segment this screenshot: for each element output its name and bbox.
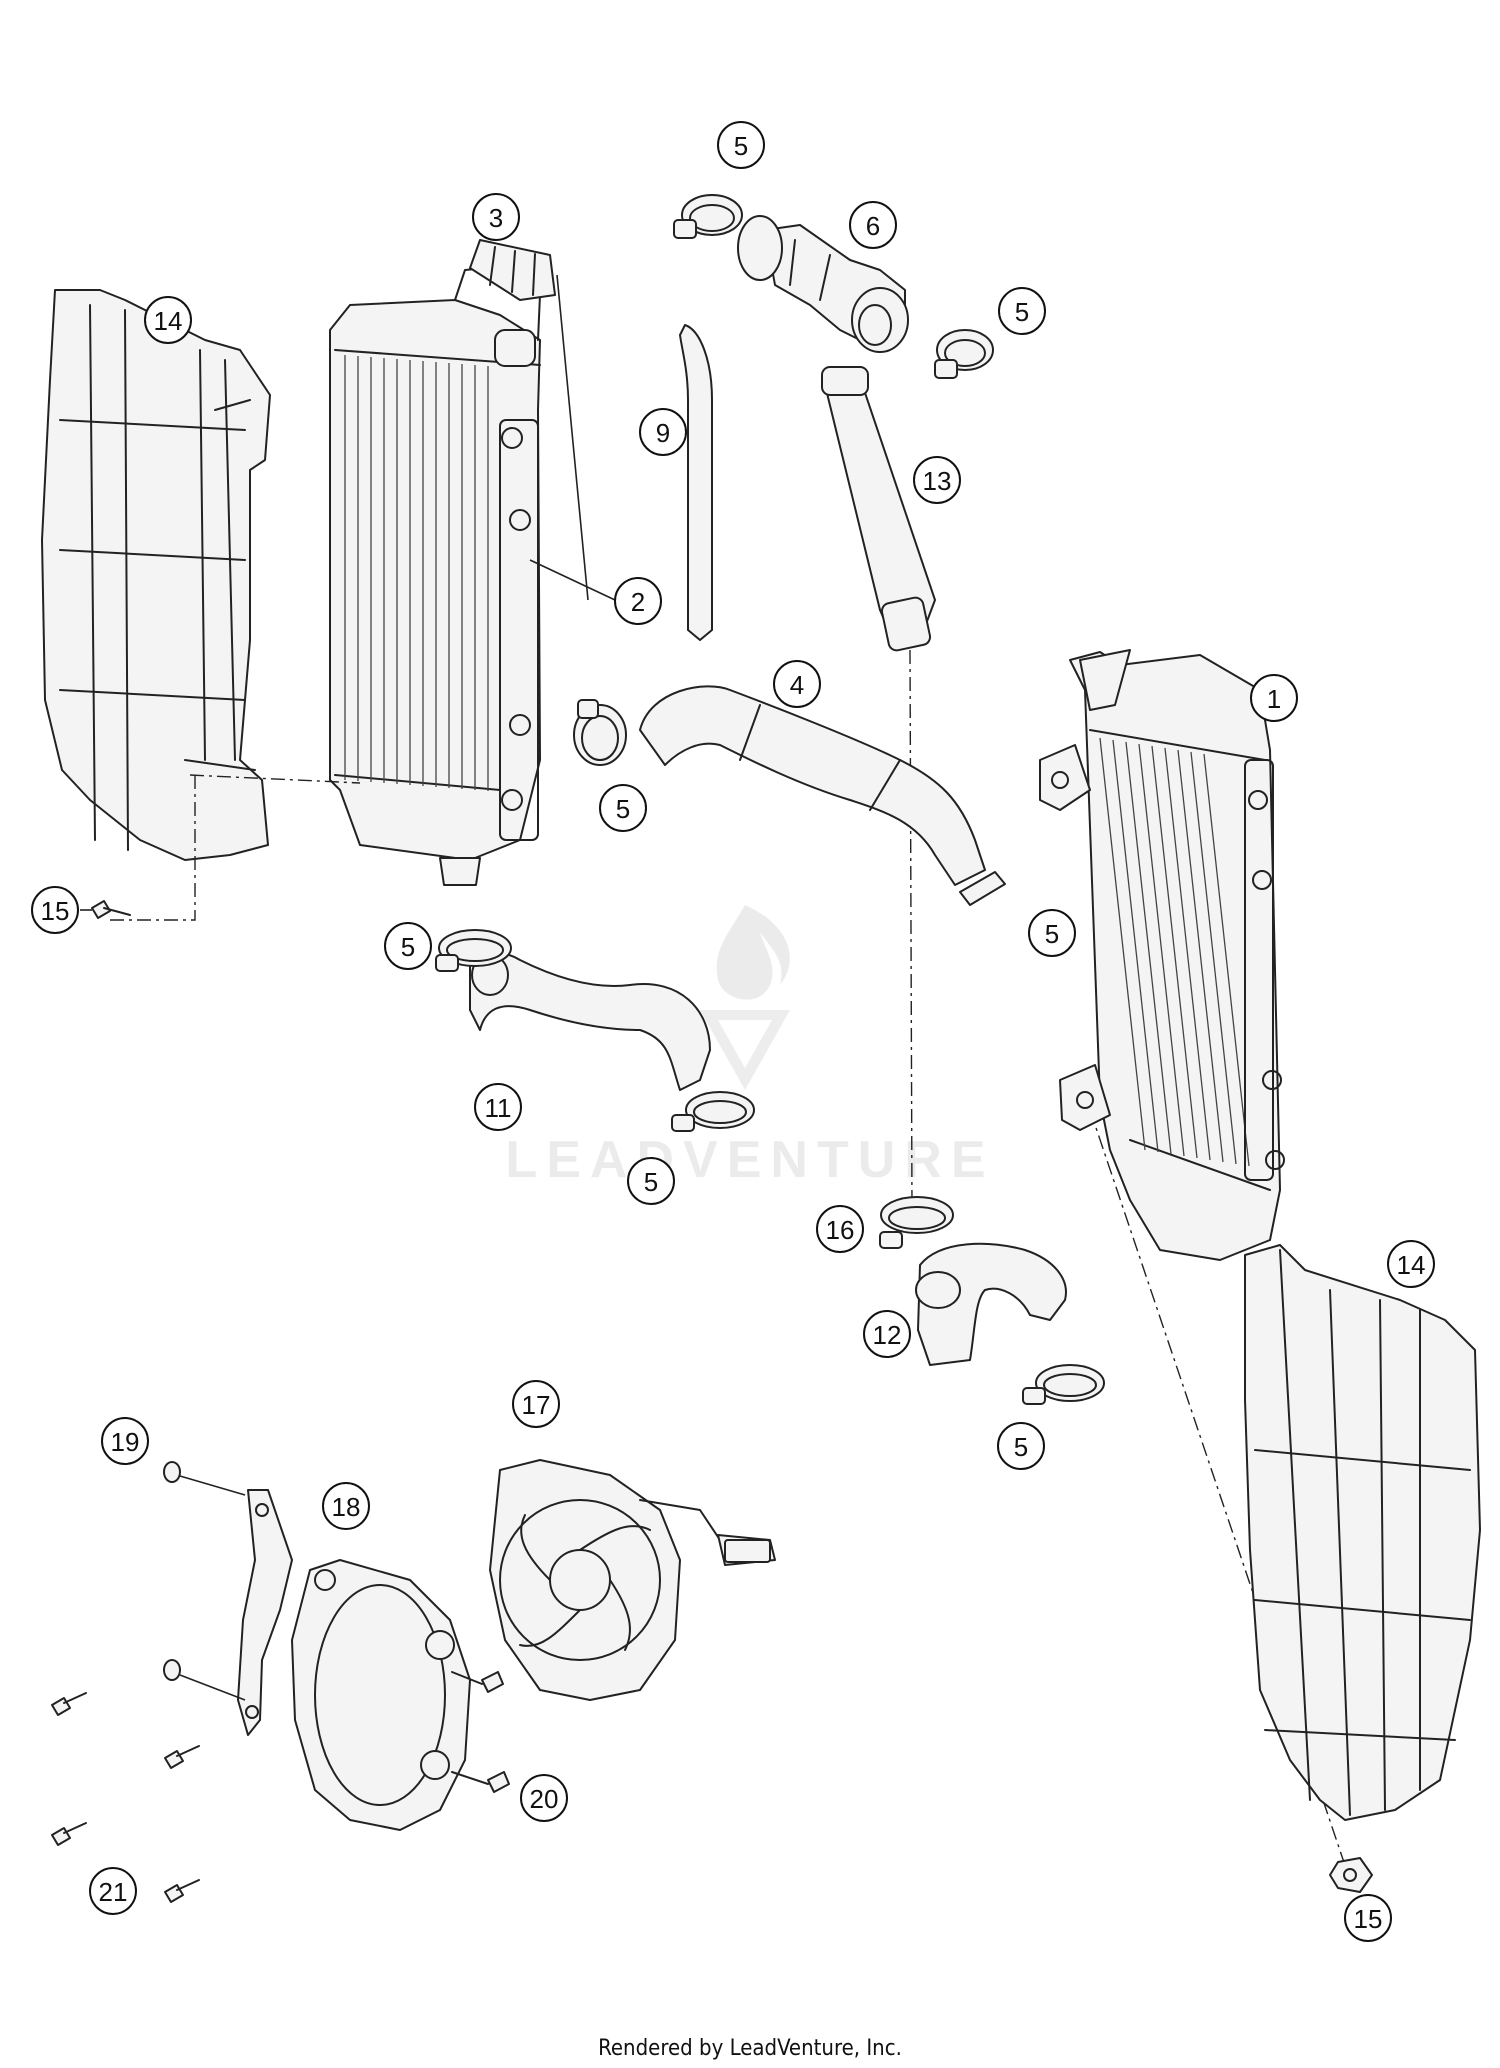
svg-text:5: 5 (401, 932, 415, 962)
svg-text:16: 16 (826, 1215, 855, 1245)
callout-12: 12 (863, 1310, 911, 1358)
right-radiator (1039, 649, 1285, 1261)
svg-text:15: 15 (1354, 1904, 1383, 1934)
screw-19-top (163, 1461, 246, 1496)
hose-13 (821, 366, 936, 652)
svg-text:14: 14 (1397, 1250, 1426, 1280)
svg-text:5: 5 (1014, 1432, 1028, 1462)
callout-6: 6 (849, 201, 897, 249)
callout-9: 9 (639, 408, 687, 456)
svg-text:19: 19 (111, 1427, 140, 1457)
callout-2: 2 (614, 577, 662, 625)
svg-text:9: 9 (656, 418, 670, 448)
callout-19: 19 (101, 1417, 149, 1465)
svg-text:21: 21 (99, 1877, 128, 1907)
callout-18: 18 (322, 1482, 370, 1530)
right-radiator-fins (1099, 737, 1250, 1167)
callout-14-right: 14 (1387, 1240, 1435, 1288)
callout-5-hose12: 5 (997, 1422, 1045, 1470)
svg-text:2: 2 (631, 587, 645, 617)
footer-credit: Rendered by LeadVenture, Inc. (598, 2036, 902, 2061)
svg-text:5: 5 (616, 794, 630, 824)
svg-text:13: 13 (923, 466, 952, 496)
svg-text:14: 14 (154, 306, 183, 336)
nut-15-right (1329, 1857, 1373, 1893)
callout-15-right: 15 (1344, 1894, 1392, 1942)
svg-text:1: 1 (1267, 684, 1281, 714)
svg-text:3: 3 (489, 203, 503, 233)
hose-fitting-6 (737, 215, 909, 353)
callout-5-right-middle: 5 (1028, 909, 1076, 957)
left-radiator-shroud (41, 289, 271, 861)
svg-text:17: 17 (522, 1390, 551, 1420)
hose-clamp-hose4-end (959, 871, 1006, 906)
svg-text:11: 11 (485, 1093, 512, 1123)
screw-21-b (164, 1745, 200, 1769)
cooling-fan-17 (489, 1459, 776, 1701)
callout-1: 1 (1250, 674, 1298, 722)
callout-4: 4 (773, 660, 821, 708)
fan-shroud-18 (291, 1559, 471, 1831)
callout-5-upper-right: 5 (998, 287, 1046, 335)
callout-15-left: 15 (31, 886, 79, 934)
hose-clamp-hose11-bottom (671, 1091, 755, 1132)
alignment-lines (110, 649, 1356, 1896)
hose-clamp-hose11-top (435, 929, 512, 972)
radiator-cap-3 (469, 239, 556, 301)
hose-12 (915, 1242, 1067, 1366)
screw-15-left (80, 900, 131, 919)
hose-4 (639, 685, 986, 886)
callout-11: 11 (474, 1083, 522, 1131)
hose-clamp-top (673, 194, 743, 239)
hose-9 (679, 324, 713, 641)
svg-text:15: 15 (41, 896, 70, 926)
callout-3: 3 (472, 193, 520, 241)
svg-text:5: 5 (734, 131, 748, 161)
hose-clamp-16 (879, 1196, 954, 1249)
callout-13: 13 (913, 456, 961, 504)
screw-21-a (51, 1692, 87, 1716)
watermark-flame-icon (716, 905, 790, 1000)
screw-21-c (51, 1822, 87, 1846)
left-radiator (329, 239, 616, 886)
callout-labels: 5 6 5 3 14 9 13 2 4 1 5 5 15 5 11 5 16 1… (31, 121, 1435, 1942)
watermark-v-icon (700, 1010, 790, 1090)
callout-5-hose11-bottom: 5 (627, 1157, 675, 1205)
callout-5-hose11-top: 5 (384, 922, 432, 970)
screw-20-bottom (451, 1771, 510, 1793)
watermark-text: LEADVENTURE (505, 1131, 994, 1189)
svg-text:18: 18 (332, 1492, 361, 1522)
right-radiator-shroud (1244, 1244, 1481, 1821)
leadventure-watermark: LEADVENTURE (505, 905, 994, 1189)
svg-text:12: 12 (873, 1320, 902, 1350)
left-radiator-fins (344, 355, 489, 791)
callout-17: 17 (512, 1380, 560, 1428)
callout-5-top: 5 (717, 121, 765, 169)
svg-text:5: 5 (644, 1167, 658, 1197)
svg-text:5: 5 (1045, 919, 1059, 949)
screw-20-top (451, 1671, 504, 1693)
svg-text:20: 20 (530, 1784, 559, 1814)
callout-20: 20 (520, 1774, 568, 1822)
hose-clamps (435, 194, 1105, 1405)
callout-14-left: 14 (144, 296, 192, 344)
screw-19-bottom (163, 1659, 246, 1701)
svg-text:4: 4 (790, 670, 804, 700)
hose-clamp-upper-right (934, 329, 994, 379)
svg-text:6: 6 (866, 211, 880, 241)
callout-21: 21 (89, 1867, 137, 1915)
fan-bracket-19 (237, 1489, 293, 1736)
hose-11 (469, 951, 711, 1091)
screws (51, 900, 1373, 1903)
hose-clamp-hose12 (1022, 1364, 1105, 1405)
hose-clamp-left-middle (573, 699, 627, 766)
screw-21-d (164, 1879, 200, 1903)
callout-5-left-middle: 5 (599, 784, 647, 832)
svg-text:5: 5 (1015, 297, 1029, 327)
callout-16: 16 (816, 1205, 864, 1253)
